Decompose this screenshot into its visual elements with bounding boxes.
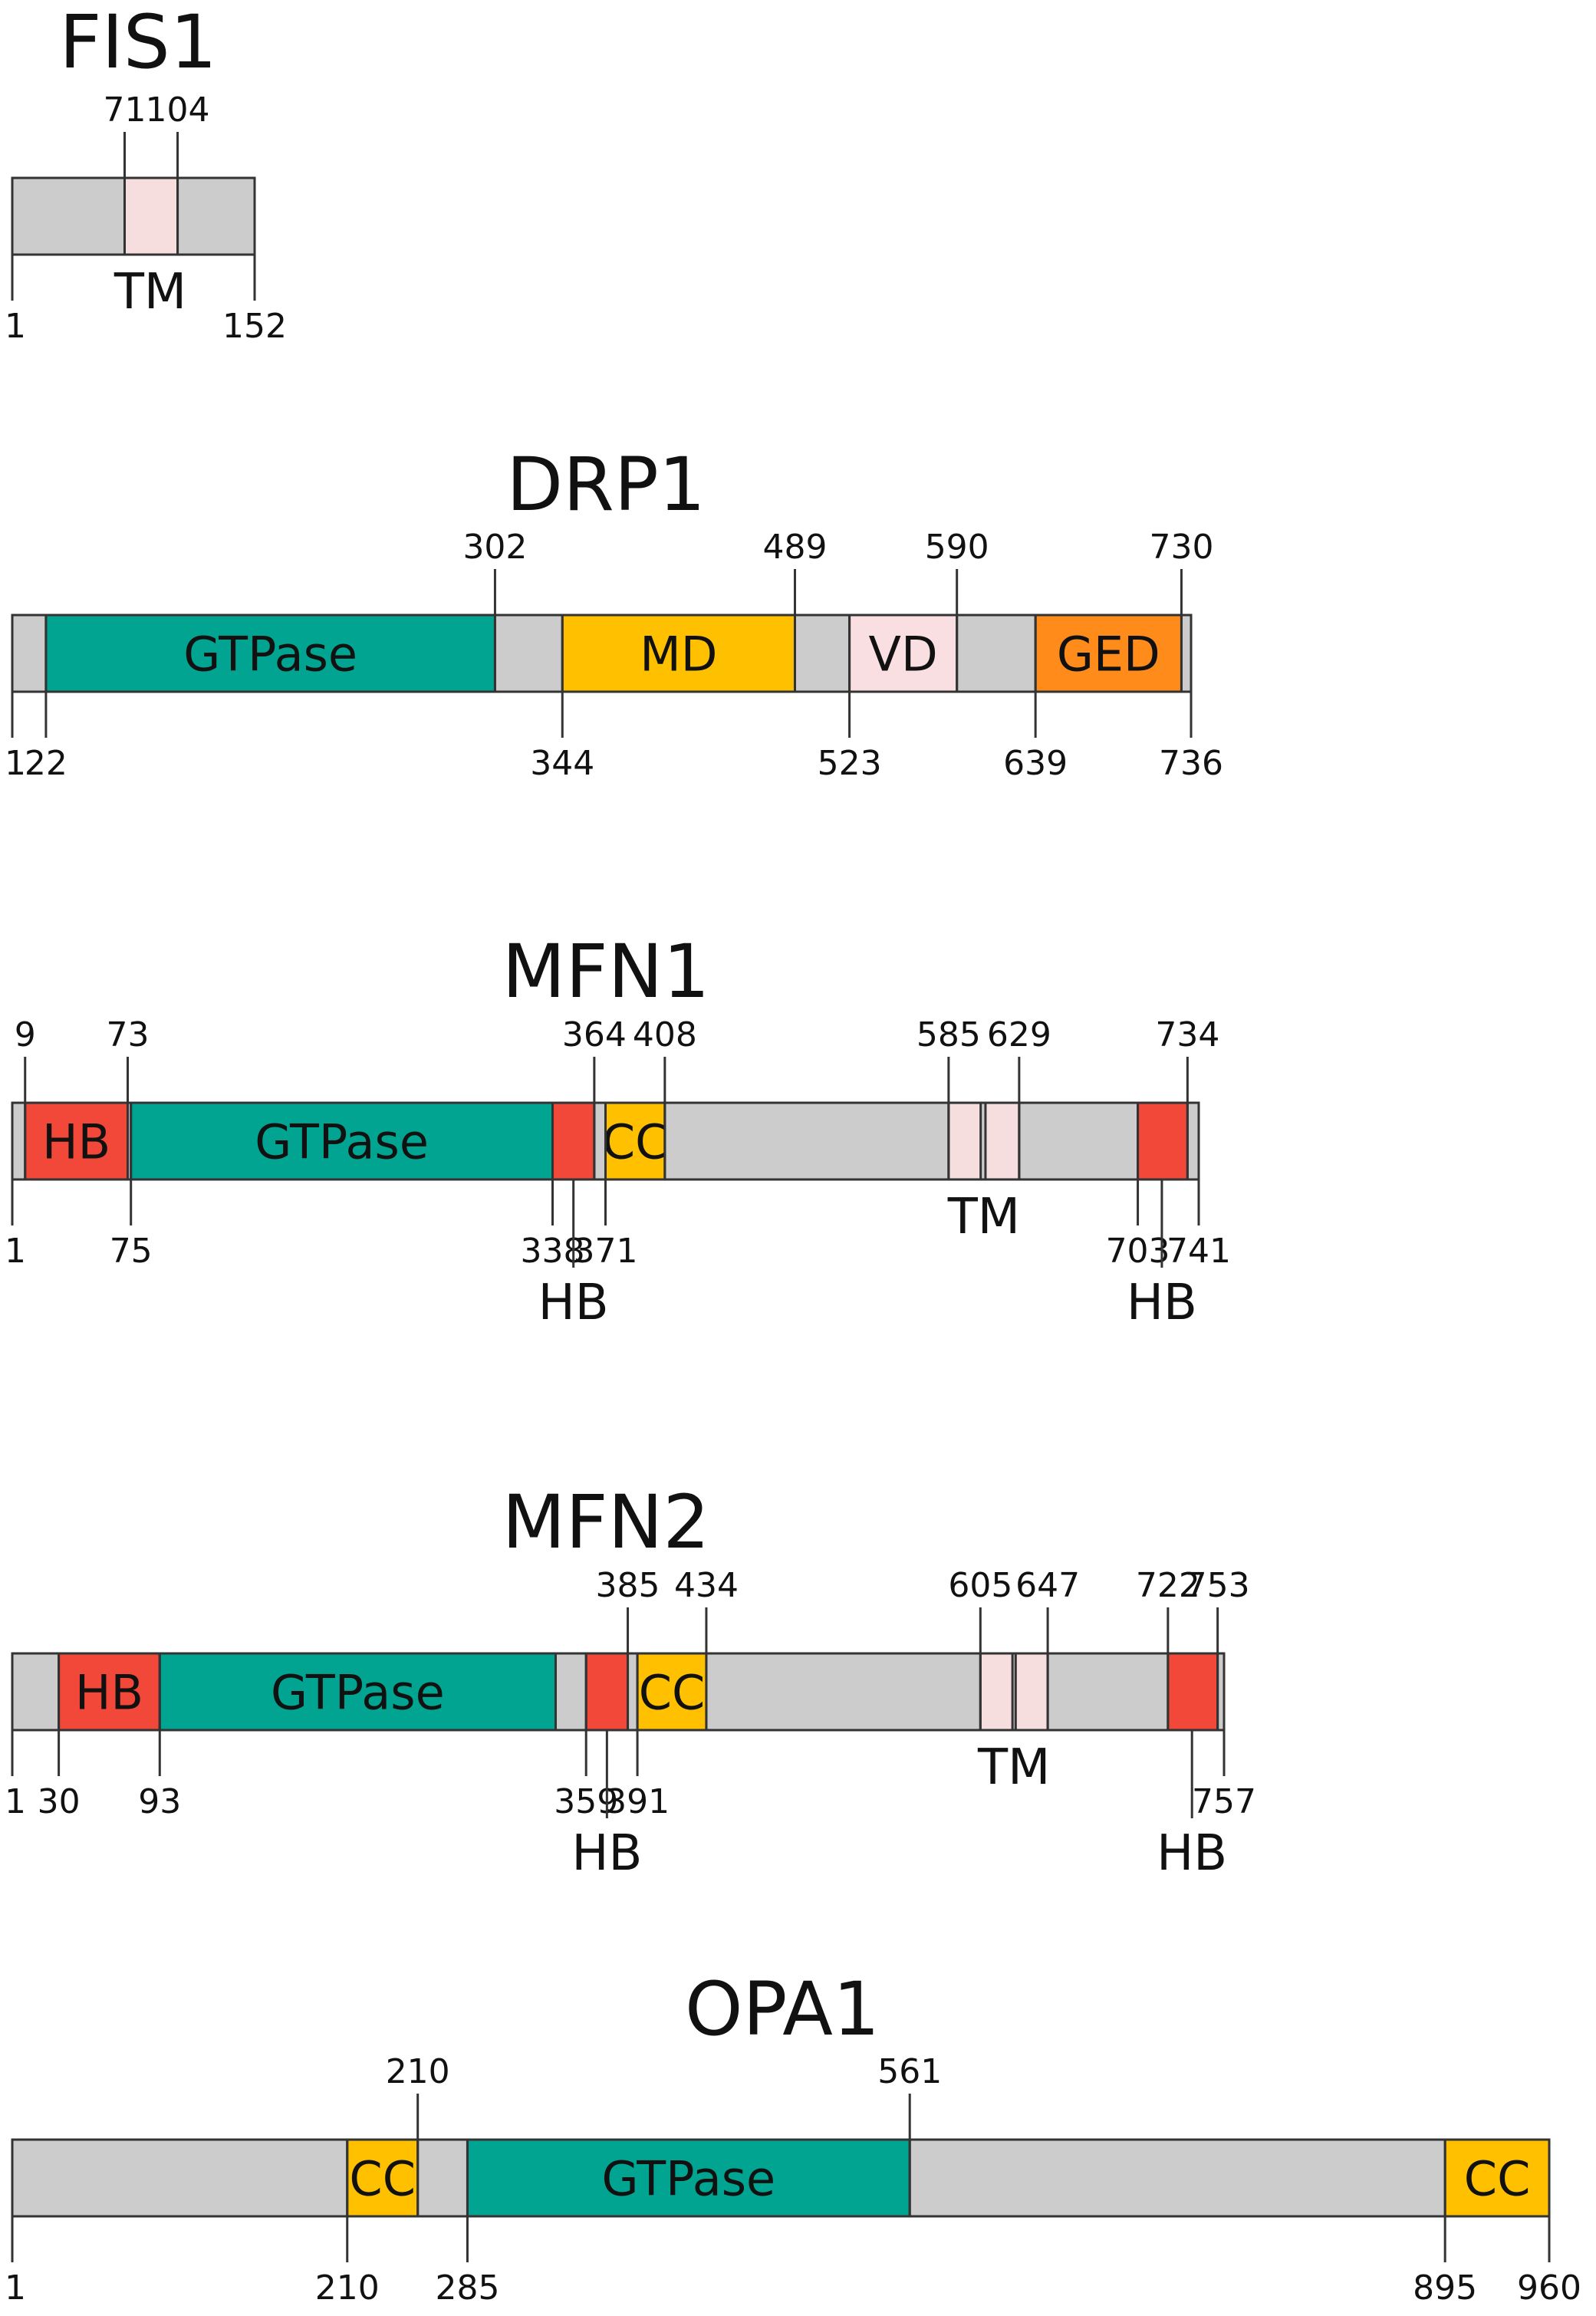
residue-number-bottom: 210 <box>315 2268 380 2308</box>
residue-number-top: 561 <box>877 2052 942 2091</box>
domain-gtpase <box>158 1652 557 1732</box>
domain-tag-tm: TM <box>977 1739 1050 1796</box>
residue-number-bottom: 1 <box>5 2268 26 2308</box>
protein-drp1: DRP1 GTPase MD VD GED 302 489 590 730 122 344 523 6… <box>5 442 1223 783</box>
residue-number-bottom: 895 <box>1413 2268 1477 2308</box>
domain-label-gtpase: GTPase <box>601 2150 775 2206</box>
domain-label-hb: HB <box>75 1664 143 1720</box>
residue-number-bottom: 1 <box>5 1782 26 1821</box>
protein-title-drp1: DRP1 <box>506 442 706 528</box>
domain-ged <box>1034 614 1183 693</box>
residue-number-top: 73 <box>107 1015 150 1054</box>
protein-opa1: OPA1 CC GTPase CC 210 561 1 210 285 895 960 <box>5 1966 1581 2308</box>
domain-tm <box>979 1652 1014 1732</box>
domain-tag-hb: HB <box>1127 1275 1197 1331</box>
domain-tag-tm: TM <box>947 1189 1020 1245</box>
domain-tag-tm: TM <box>114 264 186 321</box>
domain-label-cc: CC <box>349 2150 416 2206</box>
domain-label-gtpase: GTPase <box>255 1114 429 1170</box>
residue-number-top: 722 <box>1136 1566 1200 1605</box>
domain-tm <box>947 1101 982 1181</box>
residue-number-bottom: 1 <box>5 1232 26 1271</box>
residue-number-top: 605 <box>948 1566 1012 1605</box>
residue-number-bottom: 344 <box>530 744 594 783</box>
residue-number-top: 302 <box>462 528 527 567</box>
residue-number-bottom: 152 <box>222 307 287 346</box>
residue-number-top: 210 <box>386 2052 450 2091</box>
residue-number-top: 730 <box>1149 528 1213 567</box>
domain-cc <box>604 1101 666 1181</box>
protein-title-fis1: FIS1 <box>59 0 217 85</box>
protein-title-opa1: OPA1 <box>685 1966 880 2052</box>
residue-number-bottom: 741 <box>1167 1232 1231 1271</box>
residue-number-bottom: 757 <box>1192 1782 1256 1821</box>
domain-vd <box>848 614 959 693</box>
residue-number-bottom: 736 <box>1159 744 1223 783</box>
domain-tag-hb: HB <box>538 1275 609 1331</box>
domain-hb <box>24 1101 130 1181</box>
residue-number-top: 9 <box>15 1015 36 1054</box>
domain-hb <box>1167 1652 1219 1732</box>
residue-number-bottom: 285 <box>435 2268 499 2308</box>
domain-cc <box>346 2138 420 2218</box>
domain-label-md: MD <box>640 626 717 682</box>
residue-number-top: 489 <box>762 528 827 567</box>
residue-number-top: 585 <box>916 1015 981 1054</box>
protein-title-mfn2: MFN2 <box>502 1479 710 1565</box>
domain-tag-hb: HB <box>571 1825 642 1882</box>
domain-label-ged: GED <box>1057 626 1160 682</box>
residue-number-bottom: 75 <box>110 1232 153 1271</box>
domain-label-vd: VD <box>869 626 938 682</box>
residue-number-top: 753 <box>1186 1566 1250 1605</box>
residue-number-top: 385 <box>596 1566 660 1605</box>
domain-tm <box>1014 1652 1049 1732</box>
domain-label-cc: CC <box>639 1664 706 1720</box>
residue-number-top: 104 <box>146 90 210 130</box>
domain-tag-hb: HB <box>1157 1825 1227 1882</box>
domain-label-gtpase: GTPase <box>271 1664 445 1720</box>
domain-gtpase <box>44 614 496 693</box>
residue-number-top: 734 <box>1155 1015 1219 1054</box>
domain-gtpase <box>130 1101 554 1181</box>
domain-hb <box>58 1652 161 1732</box>
domain-md <box>561 614 796 693</box>
residue-number-top: 364 <box>562 1015 627 1054</box>
domain-label-cc: CC <box>1464 2150 1531 2206</box>
residue-number-bottom: 93 <box>138 1782 181 1821</box>
residue-number-bottom: 523 <box>818 744 882 783</box>
residue-number-bottom: 371 <box>574 1232 638 1271</box>
domain-label-hb: HB <box>42 1114 110 1170</box>
residue-number-bottom: 391 <box>605 1782 670 1821</box>
residue-number-top: 647 <box>1015 1566 1080 1605</box>
domain-label-cc: CC <box>602 1114 669 1170</box>
domain-hb <box>1137 1101 1189 1181</box>
residue-number-top: 629 <box>987 1015 1051 1054</box>
residue-number-bottom: 1 <box>5 307 26 346</box>
domain-tm <box>123 176 179 256</box>
domain-tm <box>984 1101 1021 1181</box>
residue-number-bottom: 22 <box>25 744 67 783</box>
residue-number-top: 71 <box>103 90 146 130</box>
domain-gtpase <box>466 2138 911 2218</box>
residue-number-top: 434 <box>674 1566 739 1605</box>
residue-number-bottom: 30 <box>38 1782 81 1821</box>
protein-title-mfn1: MFN1 <box>502 929 710 1015</box>
domain-label-gtpase: GTPase <box>183 626 357 682</box>
residue-number-top: 590 <box>925 528 989 567</box>
residue-number-top: 408 <box>633 1015 697 1054</box>
residue-number-bottom: 703 <box>1106 1232 1170 1271</box>
domain-hb <box>584 1652 630 1732</box>
residue-number-bottom: 639 <box>1003 744 1068 783</box>
residue-number-bottom: 960 <box>1517 2268 1581 2308</box>
residue-number-bottom: 1 <box>5 744 26 783</box>
domain-hb <box>551 1101 596 1181</box>
